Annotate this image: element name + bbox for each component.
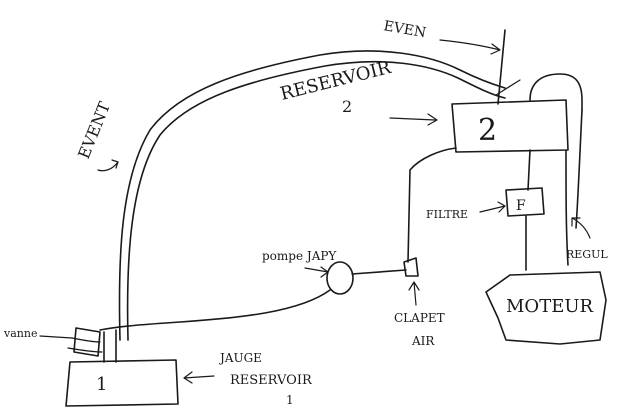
tank2-number: 2	[478, 113, 497, 148]
jauge-label-line1: JAUGE	[218, 351, 262, 365]
clapet-arrow	[408, 281, 420, 306]
pipe-tank2-right	[565, 109, 583, 266]
vanne-label: vanne	[3, 327, 37, 340]
pipe-tank2-left	[407, 147, 457, 263]
moteur: MOTEUR	[485, 271, 607, 345]
jauge-label-line3: 1	[286, 393, 294, 407]
filter-label: FILTRE	[426, 208, 468, 221]
reservoir2-number-label: 2	[342, 97, 352, 116]
tank1-number: 1	[96, 374, 107, 395]
vanne-valve	[67, 327, 103, 357]
pump	[326, 261, 354, 295]
clapet-label-line2: AIR	[411, 334, 435, 348]
filter: F	[505, 187, 545, 271]
tank-1: 1	[65, 329, 179, 407]
event-top-arrow	[439, 39, 501, 55]
clapet-air	[403, 257, 419, 277]
pipe-pump-to-tank1	[99, 289, 331, 331]
filter-box-label: F	[516, 198, 526, 214]
vanne-arrow	[39, 335, 73, 339]
pump-arrow	[304, 266, 329, 278]
jauge-label-line2: RESERVOIR	[230, 373, 313, 388]
event-left-label: EVENT	[74, 99, 114, 162]
pipe-to-filter	[527, 149, 531, 191]
event-top-label: EVEN	[382, 18, 427, 41]
vent-tube-top	[118, 29, 521, 341]
reservoir2-arrow	[389, 113, 438, 126]
moteur-label: MOTEUR	[506, 296, 594, 317]
regul-label: REGUL	[566, 248, 608, 261]
filter-arrow	[479, 201, 506, 213]
event-left-arrow	[97, 159, 119, 172]
tank-2: 2	[451, 73, 583, 153]
regul-arrow	[571, 217, 591, 239]
pipe-clapet-to-pump	[351, 269, 407, 275]
jauge-arrow	[183, 371, 215, 384]
clapet-label-line1: CLAPET	[394, 311, 445, 325]
pump-label: pompe JAPY	[262, 249, 337, 263]
